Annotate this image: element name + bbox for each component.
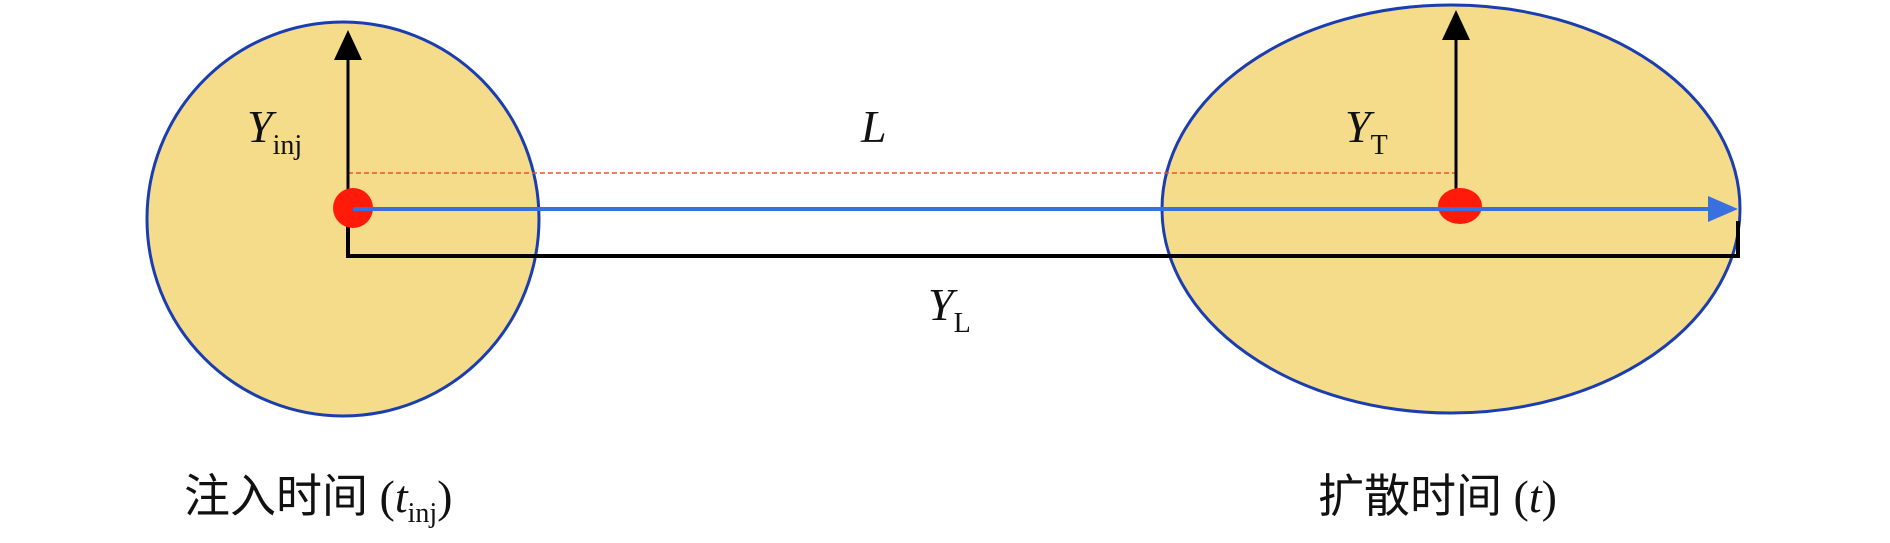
y-l-label: YL	[928, 279, 971, 339]
diffusion-time-caption: 扩散时间 (t)	[1318, 471, 1557, 522]
l-label: L	[860, 101, 887, 152]
y-t-label: YT	[1345, 101, 1388, 161]
injection-time-caption: 注入时间 (tinj)	[184, 471, 453, 529]
diffusion-center-dot	[1438, 188, 1482, 224]
y-inj-label: Yinj	[247, 101, 302, 161]
yt-arrow-head-icon	[1442, 10, 1470, 40]
yinj-arrow-head-icon	[334, 30, 362, 60]
yl-bracket	[346, 205, 1740, 258]
flow-arrow-head-icon	[1708, 196, 1738, 222]
